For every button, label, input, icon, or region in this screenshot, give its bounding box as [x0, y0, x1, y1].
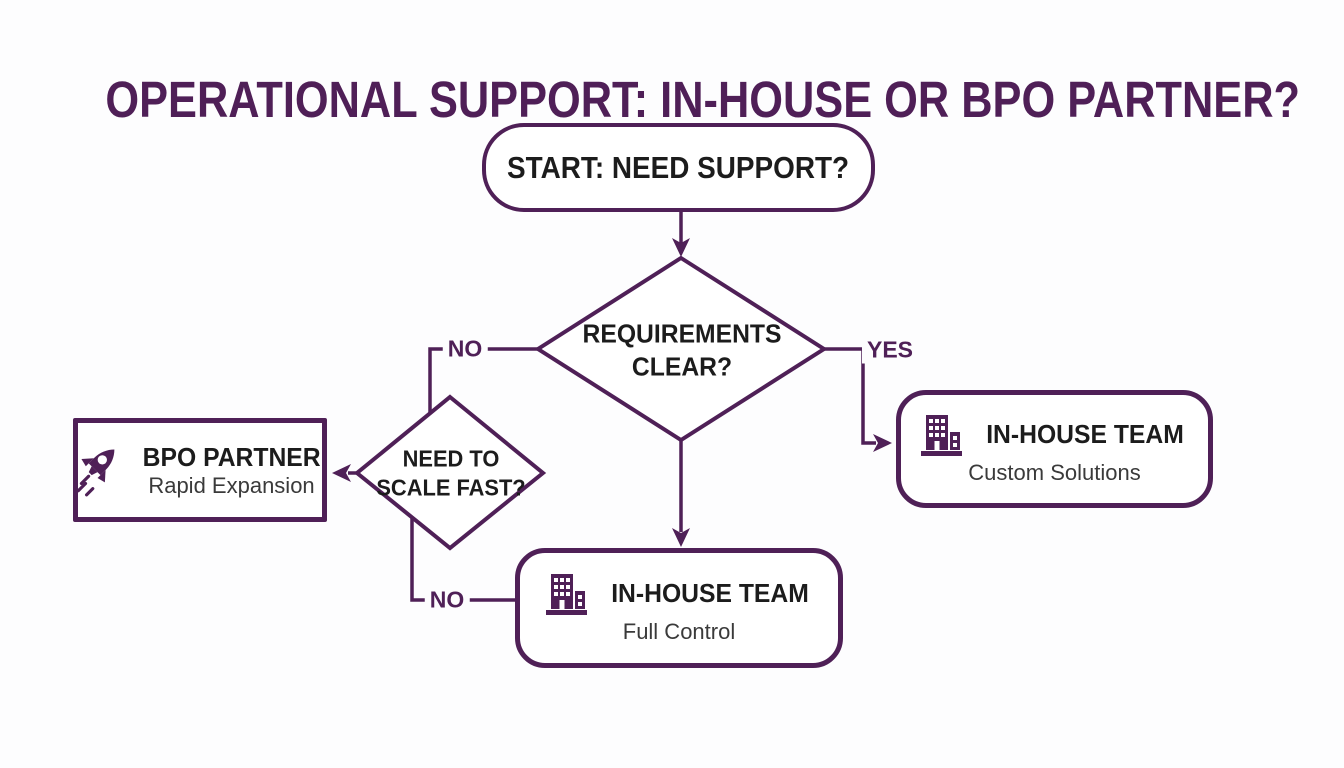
arrowhead-left-icon	[332, 464, 351, 482]
rocket-icon	[75, 441, 123, 499]
edge-requirements-no	[428, 347, 540, 416]
inhouse-custom-subtitle: Custom Solutions	[968, 459, 1141, 485]
building-icon	[920, 413, 966, 457]
page-title: OPERATIONAL SUPPORT: IN-HOUSE OR BPO PAR…	[0, 70, 1344, 129]
node-inhouse-full: IN-HOUSE TEAM Full Control	[515, 548, 843, 668]
edge-label-no-scale: NO	[424, 586, 470, 614]
start-label: START: NEED SUPPORT?	[507, 149, 850, 185]
inhouse-full-subtitle: Full Control	[622, 618, 736, 644]
node-inhouse-custom: IN-HOUSE TEAM Custom Solutions	[896, 390, 1213, 508]
arrowhead-right-icon	[873, 434, 892, 452]
edge-requirements-yes	[824, 347, 876, 445]
node-start: START: NEED SUPPORT?	[482, 123, 875, 212]
bpo-subtitle: Rapid Expansion	[148, 472, 315, 498]
edge-scale-no	[410, 505, 516, 602]
decision-requirements-shape	[534, 255, 828, 443]
decision-scale-label: NEED TO SCALE FAST?	[376, 444, 525, 502]
decision-requirements-label: REQUIREMENTS CLEAR?	[583, 318, 782, 383]
arrowhead-down-icon	[672, 238, 690, 257]
node-bpo-partner: BPO PARTNER Rapid Expansion	[73, 418, 327, 522]
arrowhead-down-icon	[672, 528, 690, 547]
edge-label-yes-requirements: YES	[861, 336, 919, 364]
page-title-text: OPERATIONAL SUPPORT: IN-HOUSE OR BPO PAR…	[105, 71, 1301, 129]
decision-requirements-line1: REQUIREMENTS	[582, 318, 782, 349]
building-icon	[545, 572, 591, 616]
decision-scale-shape	[353, 394, 547, 551]
edge-label-no-requirements: NO	[442, 335, 488, 363]
decision-requirements-line2: CLEAR?	[631, 351, 733, 381]
decision-scale-line1: NEED TO	[402, 445, 500, 472]
inhouse-custom-title: IN-HOUSE TEAM	[986, 419, 1184, 449]
decision-scale-line2: SCALE FAST?	[376, 474, 526, 500]
bpo-title: BPO PARTNER	[142, 441, 321, 472]
inhouse-full-title: IN-HOUSE TEAM	[610, 578, 809, 608]
